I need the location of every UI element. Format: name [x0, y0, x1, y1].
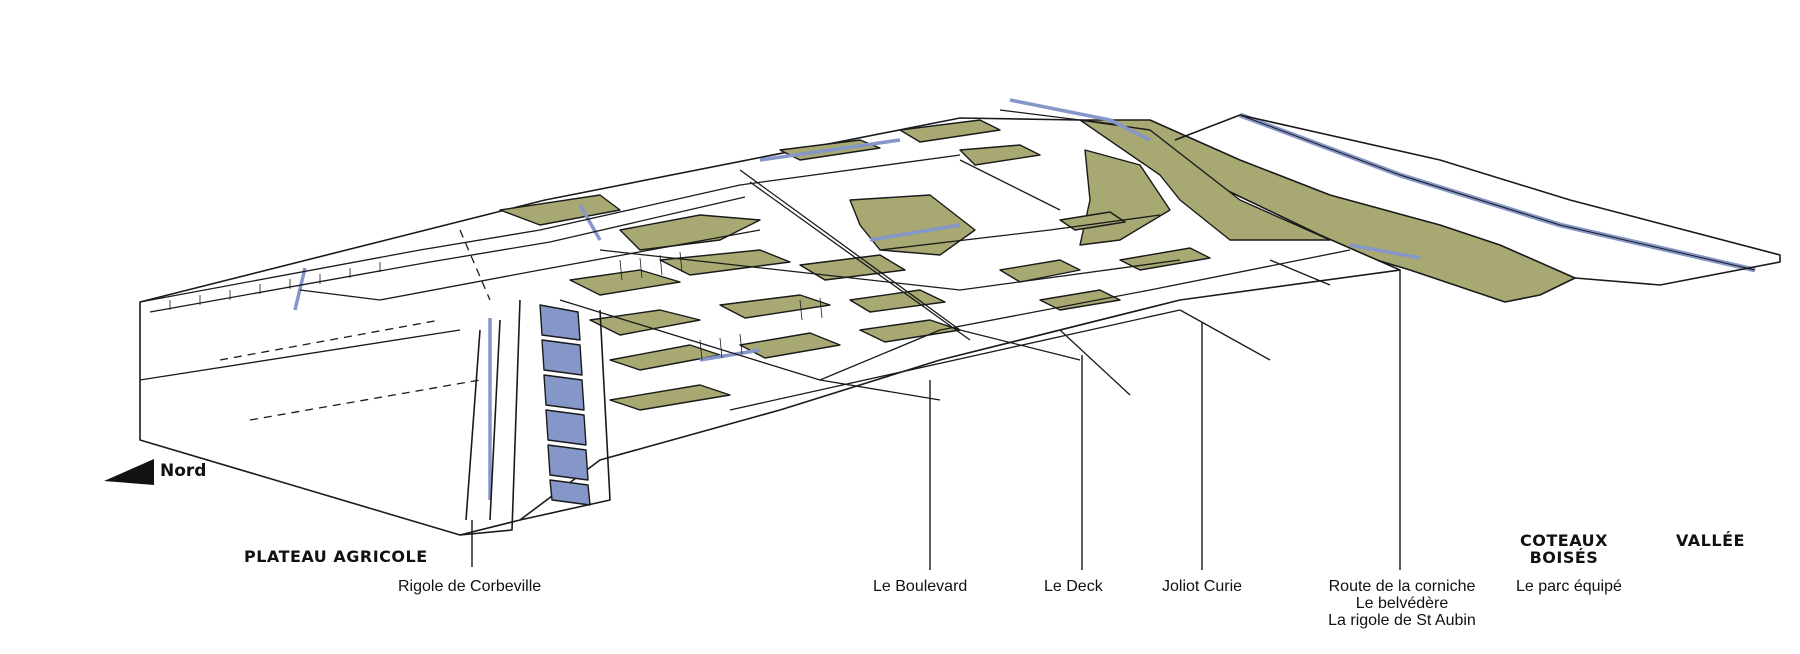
- water-channels: [293, 98, 1421, 500]
- callout-corniche: Route de la corniche Le belvédère La rig…: [1314, 578, 1490, 629]
- zone-label-coteaux-line2: BOISÉS: [1529, 548, 1599, 567]
- rigole-bank-left: [459, 299, 521, 536]
- callout-corniche-line1: Route de la corniche: [1328, 578, 1476, 595]
- callout-leaders: [471, 270, 1401, 570]
- callout-boulevard: Le Boulevard: [873, 578, 968, 595]
- callout-deck: Le Deck: [1044, 578, 1103, 595]
- callout-corniche-line3: La rigole de St Aubin: [1328, 612, 1476, 629]
- rigole-bank-right: [519, 309, 611, 521]
- north-compass: Nord: [104, 457, 206, 492]
- rigole-basins: [539, 304, 591, 506]
- callout-parc: Le parc équipé: [1516, 578, 1622, 595]
- zone-label-coteaux-line1: COTEAUX: [1520, 531, 1608, 550]
- zone-label-vallee: VALLÉE: [1676, 531, 1745, 550]
- callout-rigole: Rigole de Corbeville: [398, 578, 542, 595]
- north-label: Nord: [160, 461, 207, 481]
- north-arrow-icon: [104, 459, 154, 485]
- zone-label-coteaux: COTEAUX BOISÉS: [1520, 532, 1608, 566]
- callout-joliot: Joliot Curie: [1162, 578, 1243, 595]
- valley-plain-outline: [1174, 114, 1781, 286]
- texture-lines: [169, 251, 823, 361]
- zone-label-plateau: PLATEAU AGRICOLE: [244, 547, 428, 566]
- road-network: [139, 109, 1351, 421]
- callout-corniche-line2: Le belvédère: [1355, 595, 1449, 612]
